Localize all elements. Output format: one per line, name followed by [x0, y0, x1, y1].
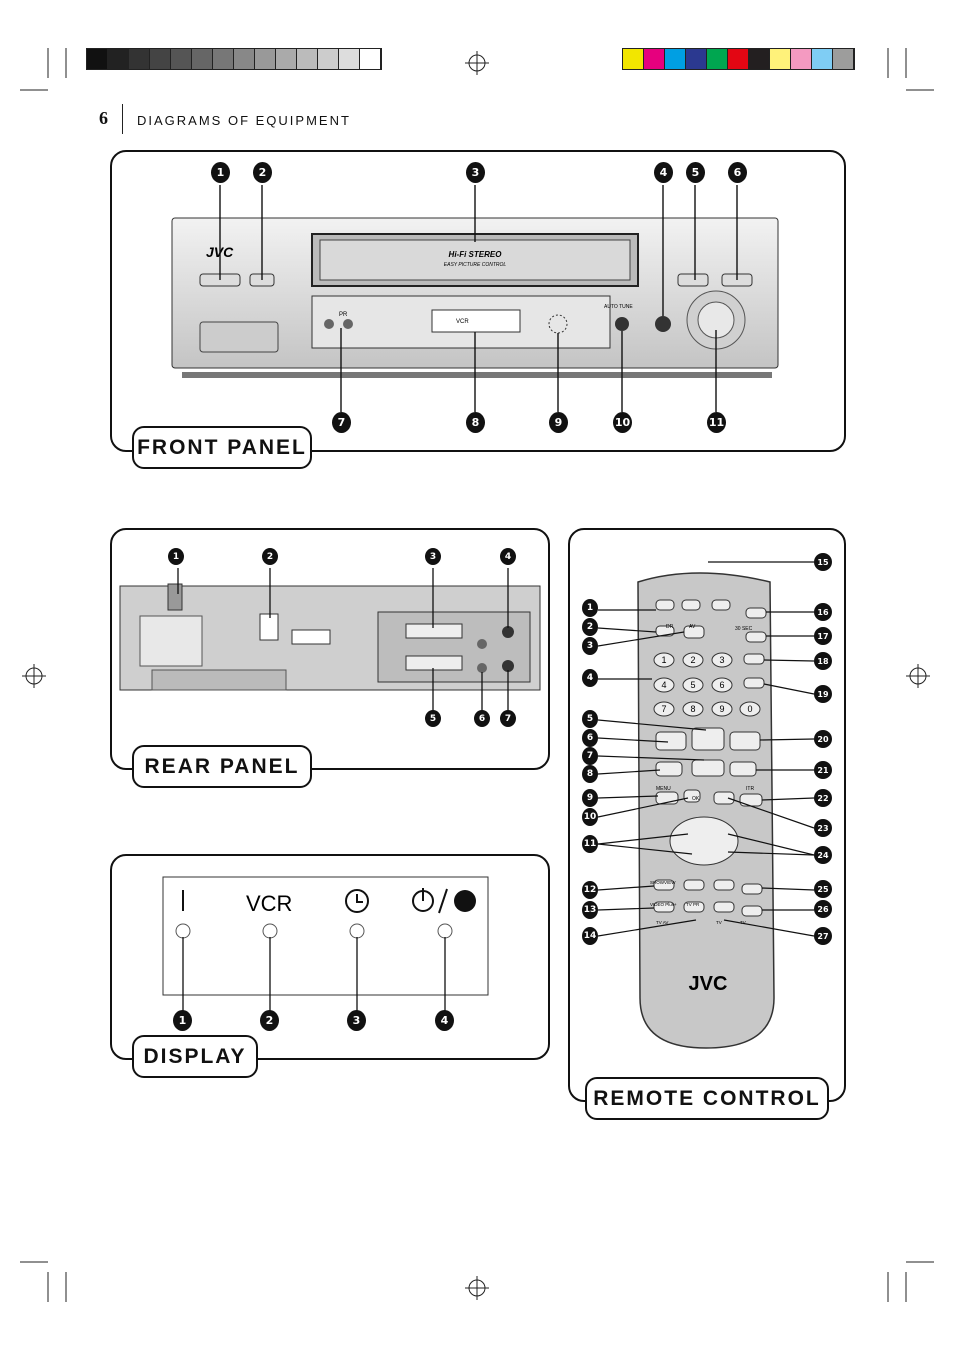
front-callout-9: 9 [549, 412, 568, 433]
remote-callout-13: 13 [582, 901, 598, 919]
display-callout-1: 1 [173, 1010, 192, 1031]
front-panel-label: FRONT PANEL [132, 426, 312, 469]
remote-itr-label: ITR [746, 786, 754, 792]
remote-callout-12: 12 [582, 881, 598, 899]
remote-videoplus-label: VIDEO Plus+ [650, 902, 677, 907]
remote-callout-20: 20 [814, 730, 832, 748]
rear-callout-1: 1 [168, 548, 184, 565]
front-callout-2: 2 [253, 162, 272, 183]
remote-illustration: DR AV 30 SEC 1 2 3 4 5 6 7 8 9 0 MENU OK… [597, 561, 815, 1049]
remote-digit-1: 1 [661, 655, 666, 665]
rear-callout-6: 6 [474, 710, 490, 727]
remote-digit-0: 0 [747, 704, 752, 714]
front-display-vcr: VCR [456, 319, 469, 325]
remote-callout-9: 9 [582, 789, 598, 807]
remote-callout-2: 2 [582, 618, 598, 636]
auto-tune-text: AUTO TUNE [604, 304, 633, 310]
front-callout-5: 5 [686, 162, 705, 183]
front-callout-1: 1 [211, 162, 230, 183]
grayscale-bar [86, 48, 382, 70]
page-number: 6 [99, 108, 108, 128]
display-callout-4: 4 [435, 1010, 454, 1031]
rear-callout-4: 4 [500, 548, 516, 565]
remote-sec-label: 30 SEC [735, 626, 753, 632]
remote-digit-5: 5 [690, 680, 695, 690]
remote-callout-25: 25 [814, 880, 832, 898]
rear-panel-label: REAR PANEL [132, 745, 312, 788]
remote-tvav-label: TV AV [656, 920, 668, 925]
front-callout-6: 6 [728, 162, 747, 183]
picture-control-text: EASY PICTURE CONTROL [444, 262, 507, 268]
header-divider [122, 104, 123, 134]
rear-callout-2: 2 [262, 548, 278, 565]
rear-callout-3: 3 [425, 548, 441, 565]
remote-tvpower-label: TV [740, 920, 746, 925]
pr-label: PR [339, 312, 348, 318]
display-label: DISPLAY [132, 1035, 258, 1078]
remote-callout-22: 22 [814, 789, 832, 807]
remote-callout-14: 14 [582, 927, 598, 945]
vcr-front-illustration: Hi-Fi STEREO EASY PICTURE CONTROL JVC PR… [171, 185, 779, 412]
remote-digit-8: 8 [690, 704, 695, 714]
remote-callout-27: 27 [814, 927, 832, 945]
remote-callout-21: 21 [814, 761, 832, 779]
front-callout-11: 11 [707, 412, 726, 433]
remote-callout-6: 6 [582, 729, 598, 747]
remote-menu-label: MENU [656, 786, 671, 792]
remote-brand-logo: JVC [689, 973, 728, 995]
remote-showview-label: SHOWVIEW [650, 880, 676, 885]
display-vcr-indicator: VCR [246, 891, 292, 916]
remote-callout-5: 5 [582, 710, 598, 728]
remote-callout-10: 10 [582, 808, 598, 826]
remote-callout-18: 18 [814, 652, 832, 670]
remote-digit-7: 7 [661, 704, 666, 714]
display-callout-2: 2 [260, 1010, 279, 1031]
display-illustration: VCR [162, 876, 489, 1011]
front-callout-3: 3 [466, 162, 485, 183]
remote-callout-19: 19 [814, 685, 832, 703]
front-callout-7: 7 [332, 412, 351, 433]
remote-callout-15: 15 [814, 553, 832, 571]
remote-callout-23: 23 [814, 819, 832, 837]
front-callout-8: 8 [466, 412, 485, 433]
remote-tv-label: TV [716, 920, 722, 925]
remote-av-label: AV [689, 624, 696, 630]
remote-dr-label: DR [666, 624, 674, 630]
remote-callout-24: 24 [814, 846, 832, 864]
remote-callout-8: 8 [582, 765, 598, 783]
front-callout-4: 4 [654, 162, 673, 183]
remote-callout-7: 7 [582, 747, 598, 765]
color-bar [622, 48, 855, 70]
remote-digit-9: 9 [719, 704, 724, 714]
remote-digit-3: 3 [719, 655, 724, 665]
remote-digit-6: 6 [719, 680, 724, 690]
remote-tvpr-label: TV PR [686, 902, 700, 907]
section-title: DIAGRAMS OF EQUIPMENT [137, 113, 351, 128]
remote-ok-label: OK [692, 796, 700, 802]
display-callout-3: 3 [347, 1010, 366, 1031]
hifi-text: Hi-Fi STEREO [449, 250, 503, 259]
remote-callout-3: 3 [582, 637, 598, 655]
remote-callout-11: 11 [582, 835, 598, 853]
remote-callout-17: 17 [814, 627, 832, 645]
remote-control-label: REMOTE CONTROL [585, 1077, 829, 1120]
remote-digit-4: 4 [661, 680, 666, 690]
remote-callout-1: 1 [582, 599, 598, 617]
vcr-rear-illustration [119, 568, 541, 712]
front-callout-10: 10 [613, 412, 632, 433]
rear-callout-5: 5 [425, 710, 441, 727]
remote-callout-4: 4 [582, 669, 598, 687]
remote-digit-2: 2 [690, 655, 695, 665]
remote-callout-26: 26 [814, 900, 832, 918]
rear-callout-7: 7 [500, 710, 516, 727]
remote-callout-16: 16 [814, 603, 832, 621]
